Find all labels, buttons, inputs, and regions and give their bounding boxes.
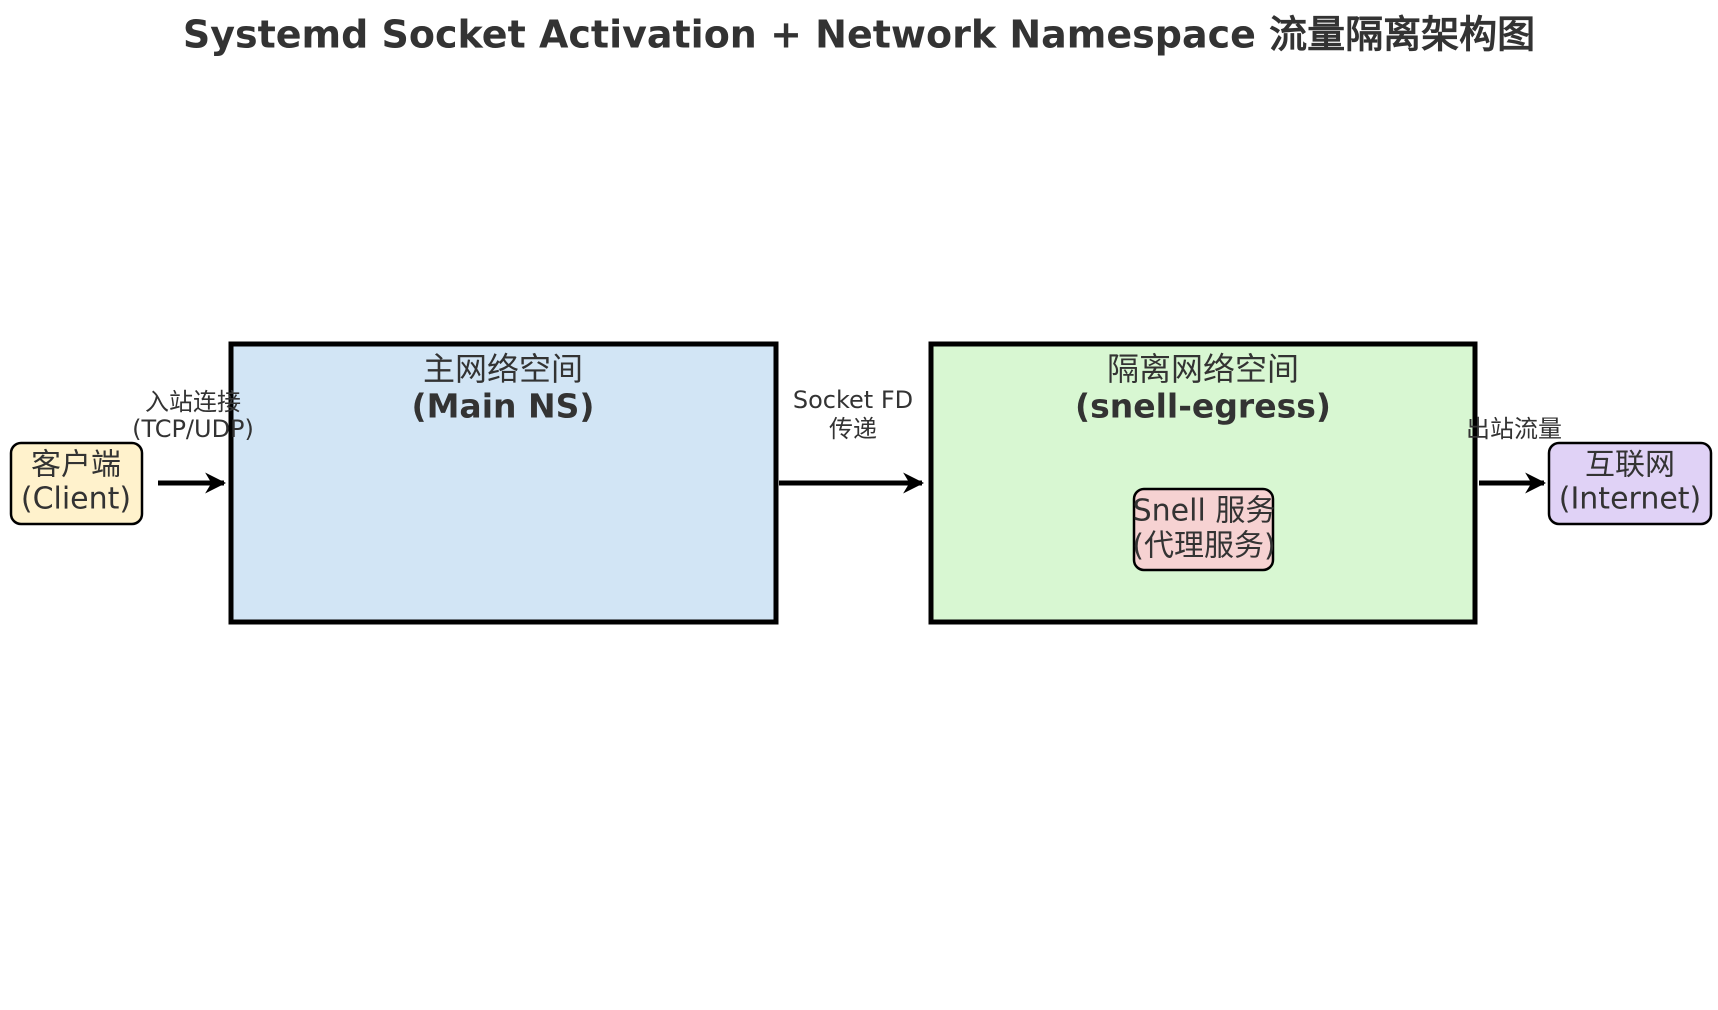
edge-label-inbound: 入站连接 [145,388,241,416]
client-rect [9,441,144,526]
egress-namespace-subtitle: (snell-egress) [1075,387,1331,426]
snell-service-label: Snell 服务 [1133,494,1276,529]
main-namespace-subtitle: (Main NS) [412,387,595,426]
edge-main-to-egress: Socket FD 传递 [779,386,925,494]
egress-namespace-title: 隔离网络空间 [1107,350,1299,388]
egress-namespace-rect [928,341,1478,625]
edge-label-inbound-protocol: (TCP/UDP) [132,415,254,443]
main-namespace-title: 主网络空间 [423,350,583,388]
snell-service-rect [1132,487,1275,572]
internet-rect [1547,441,1713,526]
edge-label-outbound: 出站流量 [1466,415,1562,443]
edge-label-socket-fd-pass: 传递 [829,415,877,443]
snell-service-sublabel: (代理服务) [1132,529,1275,564]
diagram-title: Systemd Socket Activation + Network Name… [183,13,1535,57]
client-sublabel: (Client) [21,482,131,517]
edge-client-to-main: 入站连接 (TCP/UDP) [132,388,254,494]
main-namespace-box: 主网络空间 (Main NS) [228,341,779,625]
main-namespace-rect [228,341,779,625]
internet-sublabel: (Internet) [1559,482,1702,517]
internet-node: 互联网 (Internet) [1547,441,1713,526]
egress-namespace-box: 隔离网络空间 (snell-egress) [928,341,1478,625]
internet-label: 互联网 [1585,448,1675,483]
snell-service-node: Snell 服务 (代理服务) [1132,487,1276,572]
edge-egress-to-internet: 出站流量 [1466,415,1562,494]
client-label: 客户端 [31,448,121,483]
edge-label-socket-fd: Socket FD [793,386,913,414]
client-node: 客户端 (Client) [9,441,144,526]
